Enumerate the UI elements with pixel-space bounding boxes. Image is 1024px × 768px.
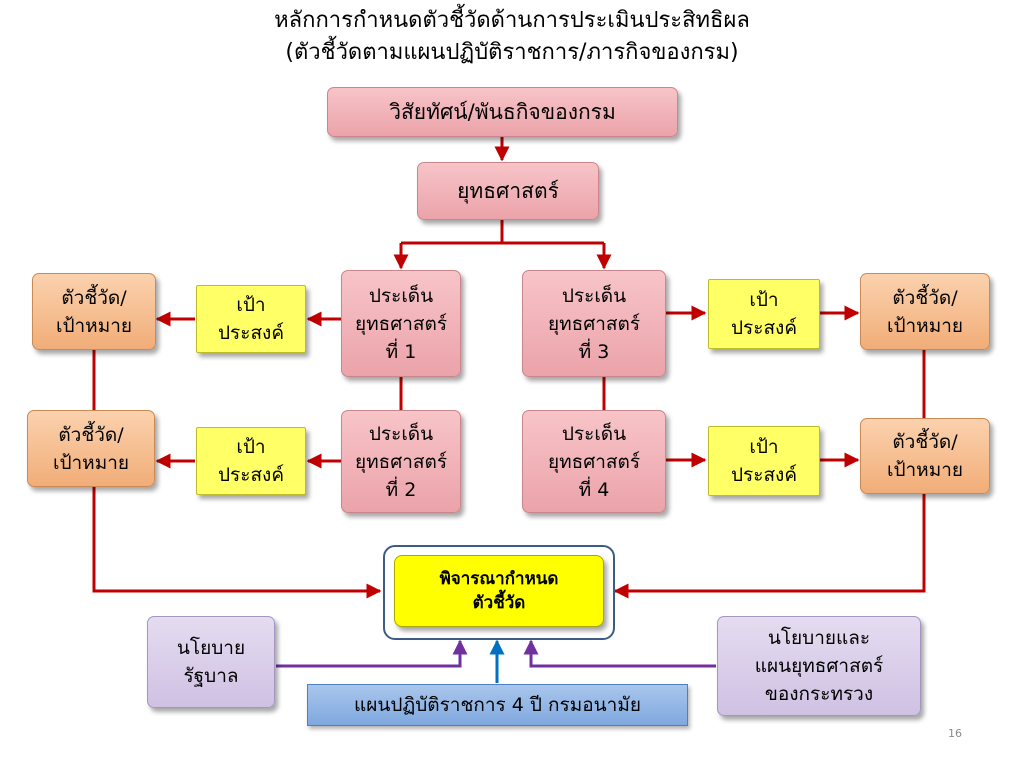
arrow-gov-policy-to-center [276,639,468,668]
strategic-issue-2: ประเด็น ยุทธศาสตร์ ที่ 2 [341,410,461,513]
vision-mission-label: วิสัยทัศน์/พันธกิจของกรม [389,100,616,124]
strategic-issue-4: ประเด็น ยุทธศาสตร์ ที่ 4 [522,410,666,513]
goal-box-left-bottom: เป้า ประสงค์ [196,427,306,495]
determine-indicator-label: พิจารณากำหนด ตัวชี้วัด [439,569,559,613]
arrow-ministry-policy-to-center [523,639,716,668]
slide-title-line-2: (ตัวชี้วัดตามแผนปฏิบัติราชการ/ภารกิจของก… [285,40,739,65]
action-plan-label: แผนปฏิบัติราชการ 4 ปี กรมอนามัย [354,694,641,716]
arrow-left-to-center [92,487,382,599]
strategic-issue-1-label: ประเด็น ยุทธศาสตร์ ที่ 1 [354,284,448,363]
indicator-label: ตัวชี้วัด/ เป้าหมาย [55,286,133,337]
strategic-issue-2-label: ประเด็น ยุทธศาสตร์ ที่ 2 [354,422,448,501]
indicator-label: ตัวชี้วัด/ เป้าหมาย [52,423,130,474]
ministry-policy-label: นโยบายและ แผนยุทธศาสตร์ ของกระทรวง [754,627,884,705]
government-policy-box: นโยบาย รัฐบาล [147,616,275,708]
goal-box-left-top: เป้า ประสงค์ [196,285,306,353]
strategy-label: ยุทธศาสตร์ [457,179,559,203]
ministry-policy-box: นโยบายและ แผนยุทธศาสตร์ ของกระทรวง [717,616,921,716]
goal-label: เป้า ประสงค์ [730,289,798,339]
goal-label: เป้า ประสงค์ [217,436,285,486]
slide-title-line-1: หลักการกำหนดตัวชี้วัดด้านการประเมินประสิ… [274,8,750,33]
indicator-label: ตัวชี้วัด/ เป้าหมาย [886,286,964,337]
strategy-box: ยุทธศาสตร์ [417,162,599,220]
goal-label: เป้า ประสงค์ [217,294,285,344]
strategic-issue-4-label: ประเด็น ยุทธศาสตร์ ที่ 4 [547,422,641,501]
arrow-right-to-center [613,494,926,599]
goal-box-right-bottom: เป้า ประสงค์ [708,426,820,496]
page-number: 16 [948,727,962,740]
center-frame: พิจารณากำหนด ตัวชี้วัด [383,545,615,640]
government-policy-label: นโยบาย รัฐบาล [176,637,246,687]
determine-indicator-box: พิจารณากำหนด ตัวชี้วัด [394,555,604,627]
indicator-box-left-bottom: ตัวชี้วัด/ เป้าหมาย [27,410,155,487]
vision-mission-box: วิสัยทัศน์/พันธกิจของกรม [327,87,678,137]
indicator-box-right-top: ตัวชี้วัด/ เป้าหมาย [860,273,990,350]
strategic-issue-3-label: ประเด็น ยุทธศาสตร์ ที่ 3 [547,284,641,363]
indicator-box-left-top: ตัวชี้วัด/ เป้าหมาย [32,273,156,350]
goal-label: เป้า ประสงค์ [730,436,798,486]
indicator-label: ตัวชี้วัด/ เป้าหมาย [886,431,964,481]
strategic-issue-3: ประเด็น ยุทธศาสตร์ ที่ 3 [522,270,666,377]
strategic-issue-1: ประเด็น ยุทธศาสตร์ ที่ 1 [341,270,461,377]
indicator-box-right-bottom: ตัวชี้วัด/ เป้าหมาย [860,418,990,494]
action-plan-box: แผนปฏิบัติราชการ 4 ปี กรมอนามัย [307,684,688,726]
goal-box-right-top: เป้า ประสงค์ [708,279,820,349]
